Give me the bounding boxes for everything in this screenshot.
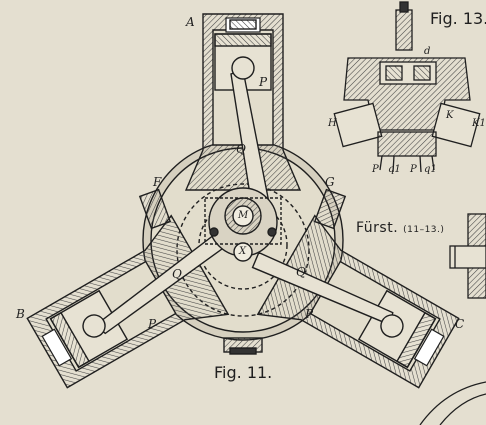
cylinder-b (26, 214, 230, 389)
label-h: H (328, 118, 337, 129)
label-p-valve-left: P (372, 164, 379, 175)
fig13-caption: Fig. 13. (430, 9, 486, 28)
fig13-valve (333, 1, 481, 173)
label-p-valve-right: P (410, 164, 417, 175)
label-g: G (325, 175, 335, 189)
port-f (138, 188, 172, 230)
furst-fragment (449, 213, 486, 299)
port-g (313, 188, 347, 230)
cylinder-a (184, 13, 302, 221)
label-x: X (239, 246, 247, 257)
cylinder-c (251, 214, 460, 389)
label-q1-valve-right: q1 (424, 164, 437, 175)
furst-word: Fürst. (356, 220, 399, 236)
bottom-right-arc (419, 381, 486, 425)
label-d: d (424, 46, 431, 57)
label-p-right: P (305, 307, 314, 321)
label-b: B (16, 307, 25, 321)
fig11-engine (26, 13, 460, 389)
fig11-caption: Fig. 11. (214, 363, 273, 382)
label-c: C (455, 317, 465, 331)
label-q-left: Q (172, 267, 182, 281)
label-q-top: Q (236, 142, 246, 156)
label-q1-valve-left: q1 (388, 164, 401, 175)
label-m: M (238, 210, 249, 221)
label-p-top: P (259, 75, 268, 89)
label-p-left: P (148, 317, 157, 331)
label-q-right: Q (296, 265, 306, 279)
furst-range: (11–13.) (403, 225, 445, 235)
label-k1: K1 (472, 118, 486, 129)
label-a: A (186, 15, 195, 29)
crank-hub (204, 187, 282, 262)
furst-caption: Fürst. (11–13.) (356, 220, 444, 236)
label-f: F (153, 175, 162, 189)
label-k: K (446, 110, 454, 121)
